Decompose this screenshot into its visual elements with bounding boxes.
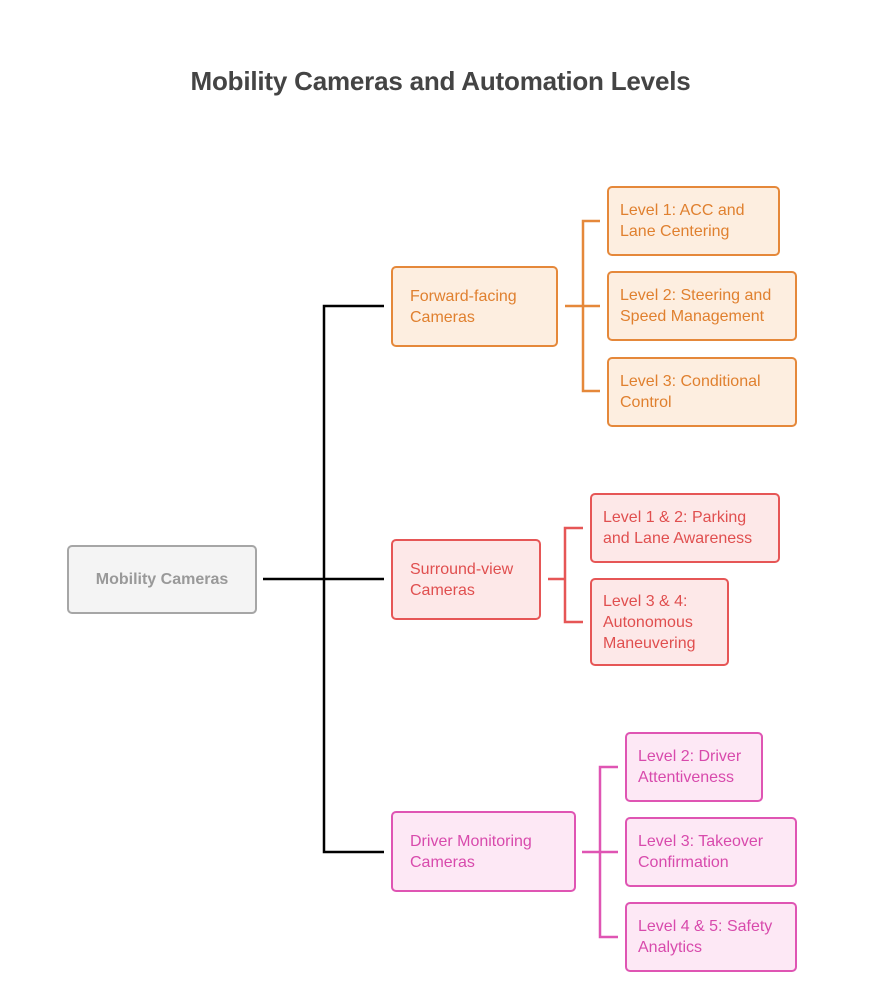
level-node-surround-1: Level 1 & 2: Parking and Lane Awareness xyxy=(590,493,780,563)
node-text-line: Cameras xyxy=(410,581,475,599)
node-text-line: Maneuvering xyxy=(603,634,696,652)
connector-surround-bracket xyxy=(563,526,583,624)
node-text-line: Driver Monitoring xyxy=(410,832,532,850)
node-text-line: Control xyxy=(620,394,672,411)
node-text-line: Level 1: ACC and xyxy=(620,202,745,219)
node-text-line: Level 3: Takeover xyxy=(638,833,764,850)
node-text-line: Level 4 & 5: Safety xyxy=(638,918,773,935)
node-text-line: Level 3 & 4: xyxy=(603,592,688,610)
node-text-line: Attentiveness xyxy=(638,769,735,786)
node-text-line: Level 3: Conditional xyxy=(620,373,761,390)
connector-driver-bracket xyxy=(598,765,618,939)
connector-forward-bracket xyxy=(581,219,600,393)
node-text-line: Level 2: Steering and xyxy=(620,287,772,304)
diagram-title: Mobility Cameras and Automation Levels xyxy=(190,66,691,96)
node-text-line: Forward-facing xyxy=(410,287,517,305)
node-text-line: Lane Centering xyxy=(620,223,730,240)
node-text-line: and Lane Awareness xyxy=(603,530,753,547)
node-text-line: Speed Management xyxy=(620,308,765,325)
node-text-line: Cameras xyxy=(410,853,475,871)
node-text-line: Surround-view xyxy=(410,560,514,578)
connector-main-vertical xyxy=(322,304,384,854)
node-text-line: Cameras xyxy=(410,308,475,326)
root-node-mobility-cameras: Mobility Cameras xyxy=(67,545,257,614)
node-text-line: Level 2: Driver xyxy=(638,748,742,765)
node-text-line: Level 1 & 2: Parking xyxy=(603,509,747,526)
root-node-label: Mobility Cameras xyxy=(95,571,229,588)
node-text-line: Confirmation xyxy=(638,854,729,871)
node-text-line: Analytics xyxy=(638,939,703,956)
node-text-line: Autonomous xyxy=(603,613,693,631)
